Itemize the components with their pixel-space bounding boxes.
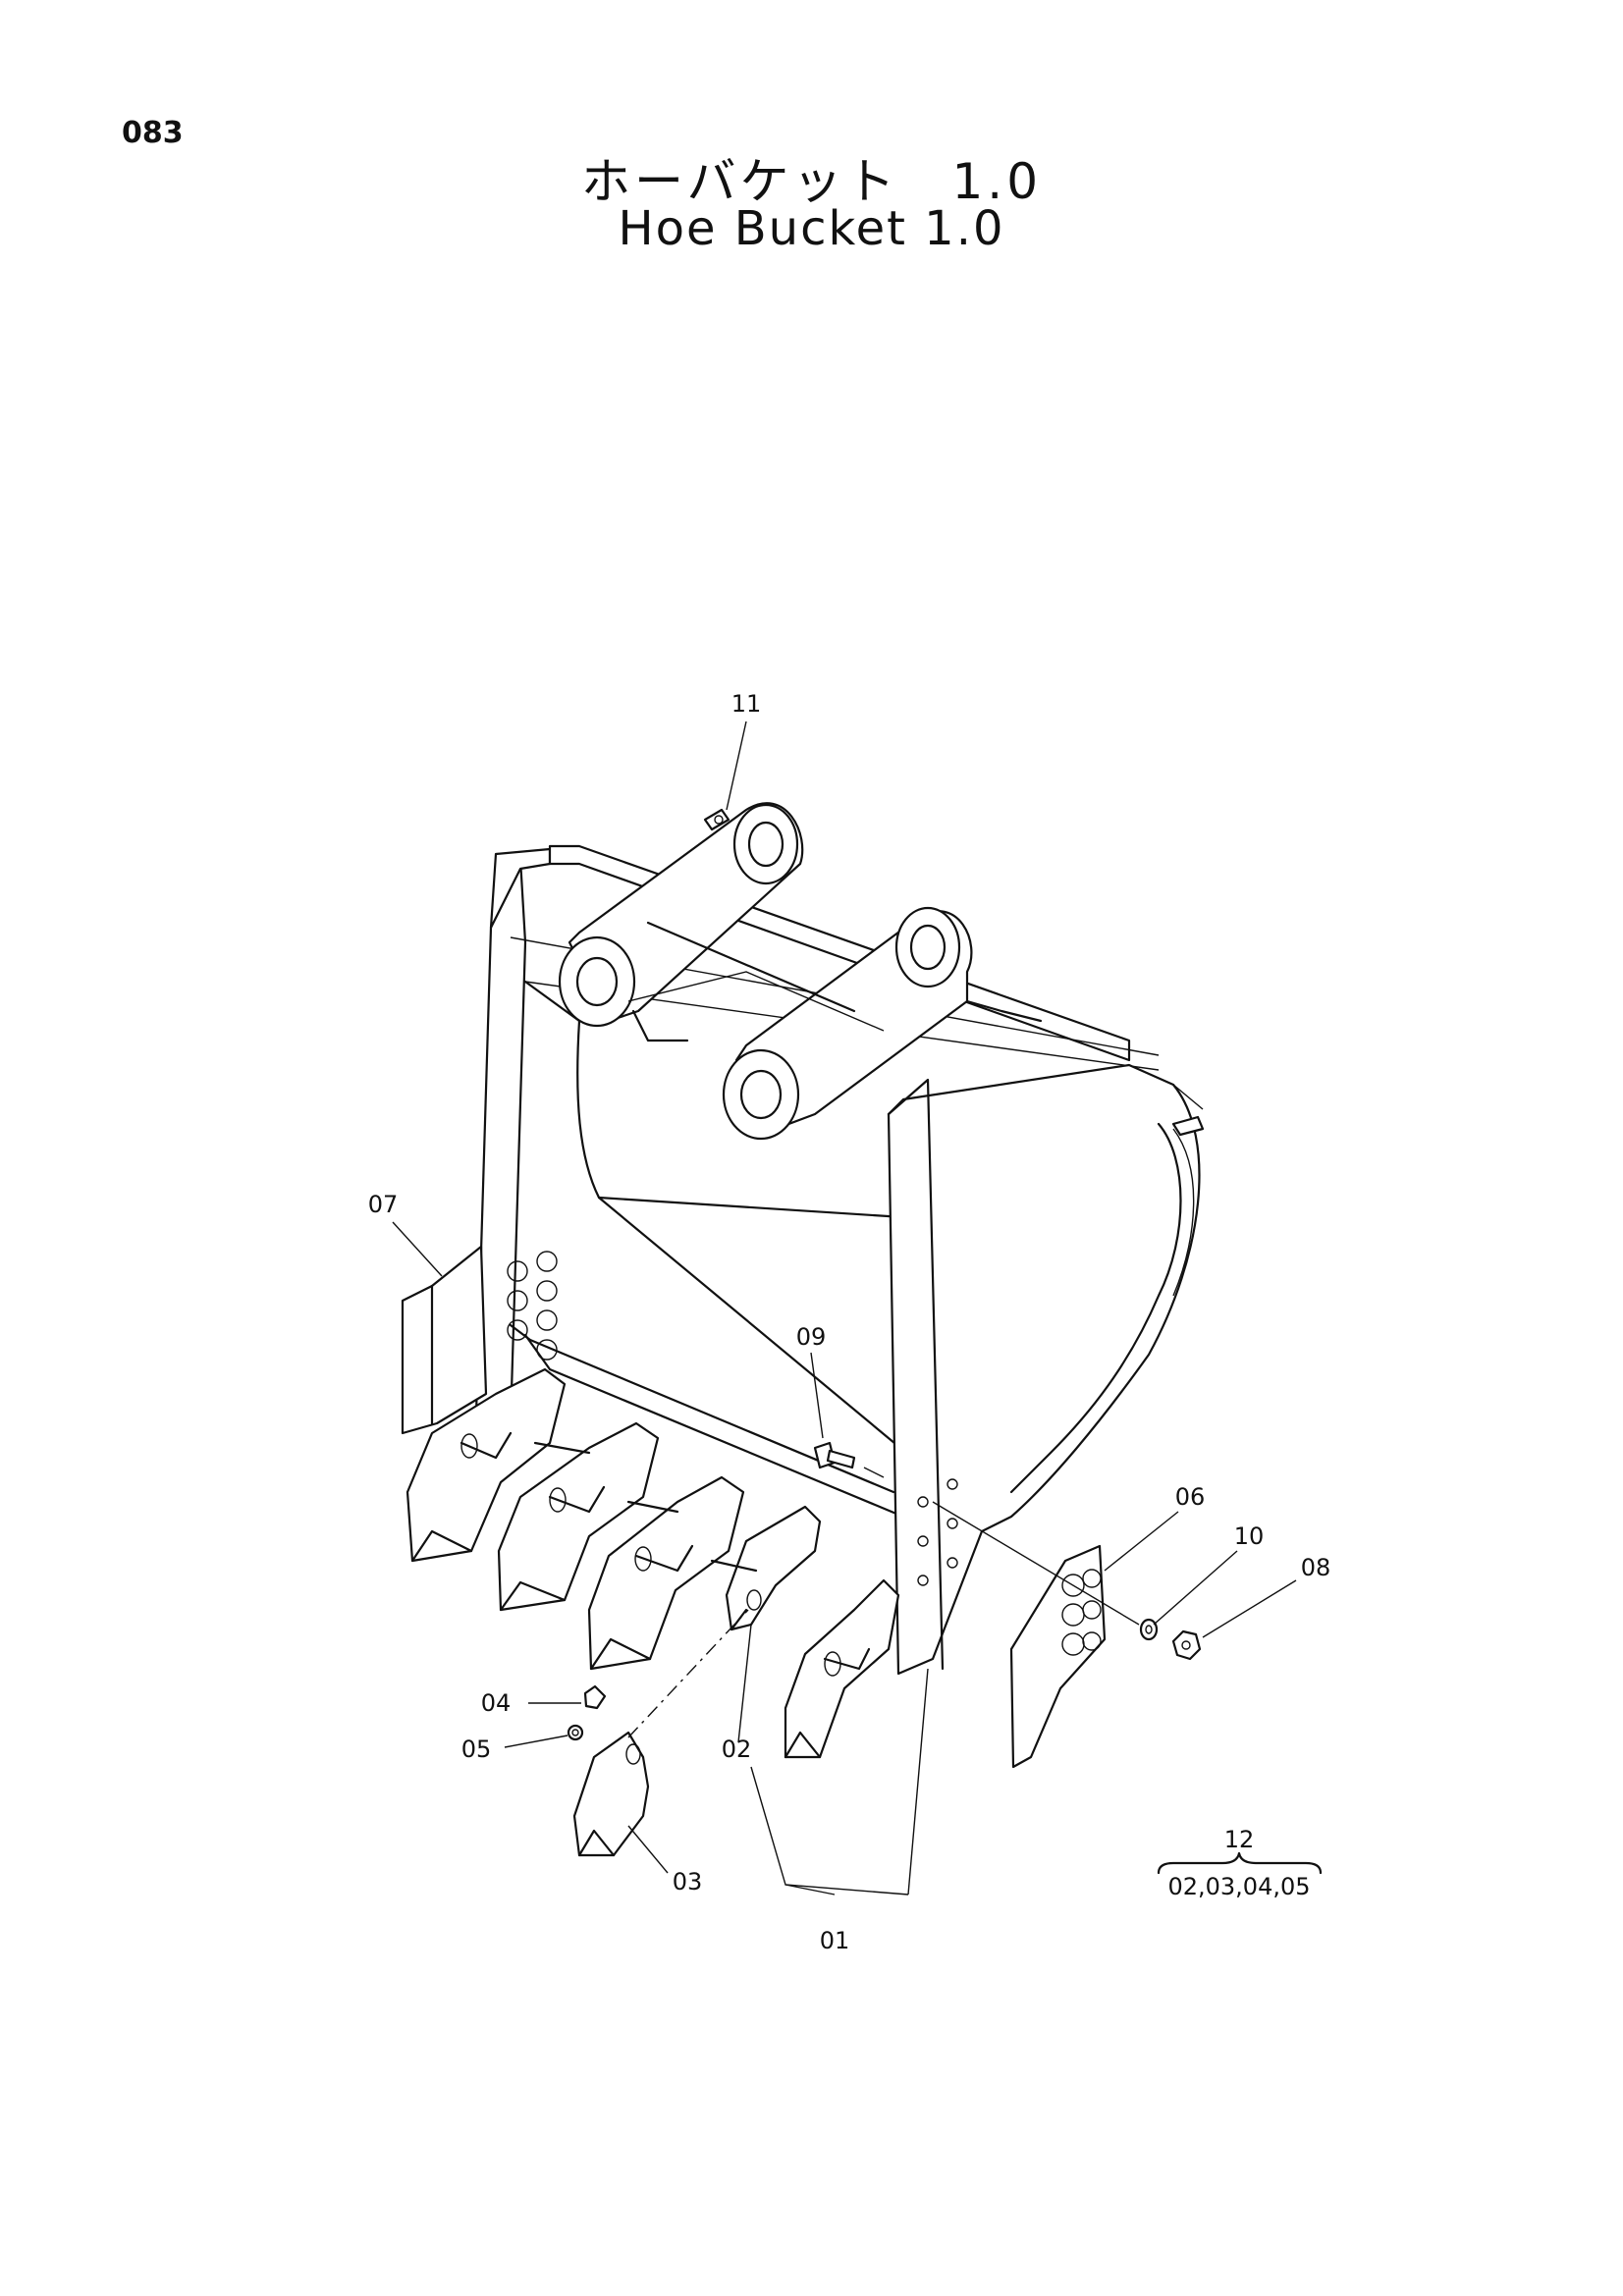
callout-11: 11 [731, 690, 762, 718]
leader-lines [392, 721, 1297, 1896]
bolt [813, 1441, 856, 1469]
callout-07: 07 [368, 1191, 399, 1218]
page-number: 083 [122, 116, 184, 150]
kit-contents-label: 02,03,04,05 [1167, 1873, 1310, 1900]
bracket-right [722, 906, 1043, 1141]
callout-10: 10 [1234, 1522, 1265, 1550]
tooth-3 [587, 1475, 745, 1671]
callout-12: 12 [1224, 1826, 1255, 1853]
title-english: Hoe Bucket 1.0 [618, 201, 1005, 256]
callout-06: 06 [1175, 1483, 1206, 1511]
callout-09: 09 [796, 1323, 827, 1351]
callout-05: 05 [461, 1735, 492, 1763]
callout-08: 08 [1301, 1554, 1331, 1581]
bracket-dashed-centerline [627, 971, 885, 1032]
tooth-1 [406, 1367, 567, 1563]
nut [1171, 1629, 1202, 1661]
washer [1139, 1618, 1159, 1641]
bolt-line [863, 1467, 885, 1478]
title-japanese: ホーバケット 1.0 [580, 153, 1043, 210]
side-cutter-right [1009, 1544, 1107, 1769]
kit-brace [1157, 1851, 1323, 1875]
tooth-pin [583, 1684, 607, 1710]
side-cutter-left [401, 1245, 488, 1435]
tooth-exploded [572, 1731, 650, 1857]
tooth-assembly-line [627, 1609, 749, 1738]
tooth-2 [497, 1421, 660, 1612]
callout-01: 01 [820, 1927, 850, 1954]
tooth-lock [567, 1724, 584, 1741]
callout-04: 04 [481, 1689, 512, 1717]
callout-02: 02 [722, 1735, 752, 1763]
tooth-4-adapter [725, 1505, 822, 1631]
side-cutter-assembly-line [932, 1501, 1140, 1626]
tooth-5 [784, 1578, 900, 1759]
bracket-left [558, 802, 804, 1042]
callout-03: 03 [673, 1868, 703, 1896]
tooth-bar [533, 1441, 758, 1573]
cross-tube [646, 921, 856, 1013]
